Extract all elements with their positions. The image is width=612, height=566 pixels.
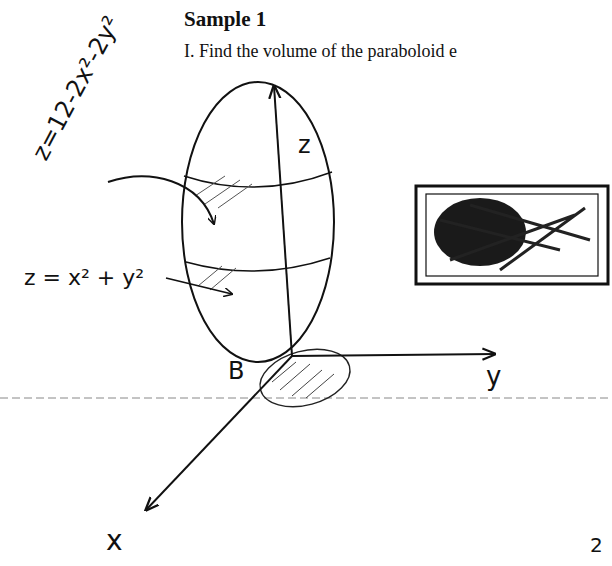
- redacted-box: [416, 186, 608, 284]
- region-b: [254, 340, 357, 416]
- page-title: Sample 1: [184, 8, 266, 31]
- leader-arrow: [166, 278, 232, 294]
- axes: [146, 86, 495, 510]
- page-number: 2: [590, 534, 603, 556]
- surface-equation: z=12-2x²-2y²: [27, 12, 125, 165]
- axis-label: z: [298, 132, 311, 158]
- axis-label: x: [106, 526, 123, 557]
- solid-outline: [182, 82, 334, 362]
- region-label: B: [228, 358, 244, 384]
- question-text: I. Find the volume of the paraboloid e: [184, 42, 457, 62]
- axis-label: y: [486, 362, 501, 391]
- leader-arrow: [108, 176, 214, 224]
- surface-equation: z = x² + y²: [24, 266, 144, 290]
